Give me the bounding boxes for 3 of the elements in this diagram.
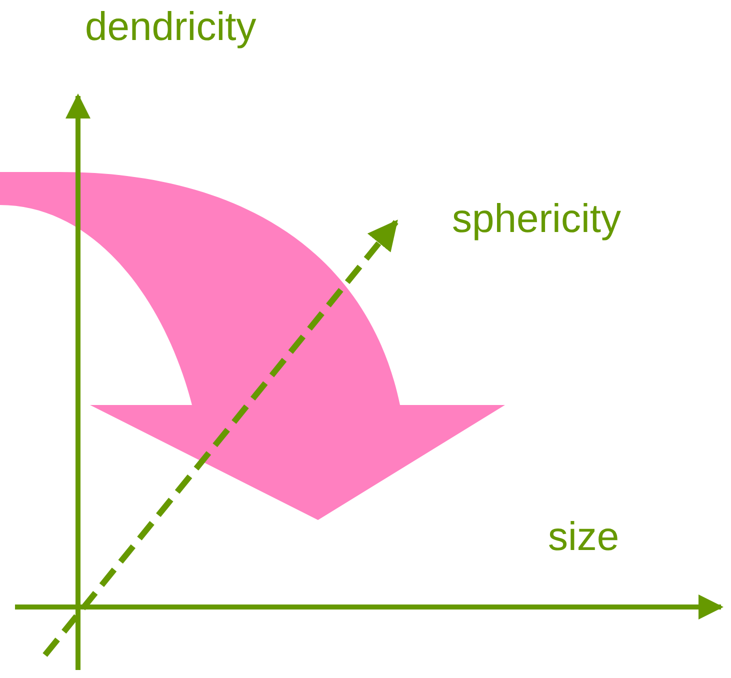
axis-label: sphericity bbox=[452, 196, 621, 242]
axis-label: dendricity bbox=[85, 4, 256, 50]
axis-label: size bbox=[548, 514, 620, 560]
